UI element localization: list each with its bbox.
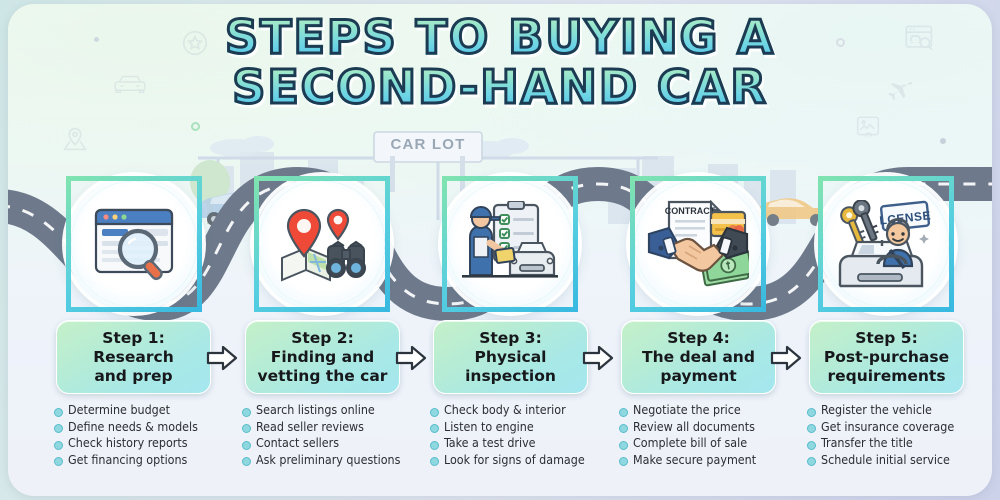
- step-4-label: Step 4: The deal and payment: [638, 329, 759, 386]
- arrow-step-4-to-5: [770, 345, 802, 371]
- list-item: Contact sellers: [241, 435, 423, 452]
- step-3-bullet-list: Check body & interior Listen to engine T…: [429, 402, 611, 468]
- list-item: Listen to engine: [429, 419, 611, 436]
- decorative-ring: [191, 122, 200, 131]
- step-2-label: Step 2: Finding and vetting the car: [254, 329, 392, 386]
- title-line-1: STEPS TO BUYING A: [8, 11, 992, 64]
- step-2-label-line-3: vetting the car: [257, 366, 388, 385]
- step-5-label: Step 5: Post-purchase requirements: [820, 329, 953, 386]
- list-item: Define needs & models: [53, 419, 235, 436]
- list-item: Take a test drive: [429, 435, 611, 452]
- step-1-label-line-1: Step 1:: [102, 328, 165, 347]
- step-1-bullet-list: Determine budget Define needs & models C…: [53, 402, 235, 468]
- decorative-dot: [940, 138, 946, 144]
- step-3-box[interactable]: Step 3: Physical inspection: [433, 320, 588, 394]
- list-item: Get financing options: [53, 452, 235, 469]
- arrow-step-2-to-3: [395, 345, 427, 371]
- list-item: Check body & interior: [429, 402, 611, 419]
- list-item: Schedule initial service: [806, 452, 988, 469]
- step-3-label-line-3: inspection: [465, 366, 556, 385]
- map-pins-binoculars-icon: [281, 208, 366, 282]
- list-item: Look for signs of damage: [429, 452, 611, 469]
- step-5-label-line-3: requirements: [827, 366, 946, 385]
- step-4-label-line-1: Step 4:: [667, 328, 730, 347]
- list-item: Transfer the title: [806, 435, 988, 452]
- step-2-icon-circle[interactable]: [254, 176, 390, 312]
- contract-label: CONTRACT: [665, 206, 716, 216]
- step-2-label-line-2: Finding and: [270, 347, 375, 366]
- car-lot-sign: CAR LOT: [373, 131, 483, 192]
- list-item: Register the vehicle: [806, 402, 988, 419]
- browser-search-icon: [94, 208, 174, 281]
- page-title: STEPS TO BUYING A SECOND-HAND CAR: [8, 11, 992, 114]
- list-item: Check history reports: [53, 435, 235, 452]
- step-4-label-line-2: The deal and: [642, 347, 755, 366]
- step-1-icon-circle[interactable]: [66, 176, 202, 312]
- step-2-box[interactable]: Step 2: Finding and vetting the car: [245, 320, 400, 394]
- arrow-step-3-to-4: [582, 345, 614, 371]
- list-item: Ask preliminary questions: [241, 452, 423, 469]
- map-pin-icon: [60, 124, 90, 154]
- driver-keys-license-icon: LCENSE: [838, 200, 932, 288]
- step-5-label-line-2: Post-purchase: [823, 347, 950, 366]
- title-line-2: SECOND-HAND CAR: [8, 61, 992, 114]
- handshake-contract-money-icon: CONTRACT: [647, 200, 749, 287]
- step-1-label-line-3: and prep: [94, 366, 173, 385]
- car-lot-sign-text: CAR LOT: [390, 136, 465, 153]
- infographic-card: CAR LOT STEPS TO BUYING A SECOND-HAND CA…: [8, 4, 992, 496]
- step-3-label-line-1: Step 3:: [479, 328, 542, 347]
- step-5-icon-circle[interactable]: LCENSE: [818, 176, 954, 312]
- step-3-label-line-2: Physical: [474, 347, 547, 366]
- step-4-box[interactable]: Step 4: The deal and payment: [621, 320, 776, 394]
- step-3-label: Step 3: Physical inspection: [461, 329, 560, 386]
- step-4-bullet-list: Negotiate the price Review all documents…: [618, 402, 800, 468]
- step-5-bullet-list: Register the vehicle Get insurance cover…: [806, 402, 988, 468]
- list-item: Review all documents: [618, 419, 800, 436]
- step-1-label-line-2: Research: [93, 347, 174, 366]
- step-4-label-line-3: payment: [660, 366, 737, 385]
- list-item: Negotiate the price: [618, 402, 800, 419]
- step-2-label-line-1: Step 2:: [291, 328, 354, 347]
- list-item: Complete bill of sale: [618, 435, 800, 452]
- step-1-label: Step 1: Research and prep: [89, 329, 178, 386]
- step-1-box[interactable]: Step 1: Research and prep: [56, 320, 211, 394]
- step-5-label-line-1: Step 5:: [855, 328, 918, 347]
- list-item: Get insurance coverage: [806, 419, 988, 436]
- list-item: Make secure payment: [618, 452, 800, 469]
- mechanic-checklist-car-icon: [462, 201, 558, 278]
- list-item: Read seller reviews: [241, 419, 423, 436]
- step-3-icon-circle[interactable]: [442, 176, 578, 312]
- arrow-step-1-to-2: [206, 345, 238, 371]
- step-4-icon-circle[interactable]: CONTRACT: [630, 176, 766, 312]
- step-2-bullet-list: Search listings online Read seller revie…: [241, 402, 423, 468]
- step-5-box[interactable]: Step 5: Post-purchase requirements: [809, 320, 964, 394]
- list-item: Determine budget: [53, 402, 235, 419]
- list-item: Search listings online: [241, 402, 423, 419]
- photo-car-icon: [854, 114, 882, 140]
